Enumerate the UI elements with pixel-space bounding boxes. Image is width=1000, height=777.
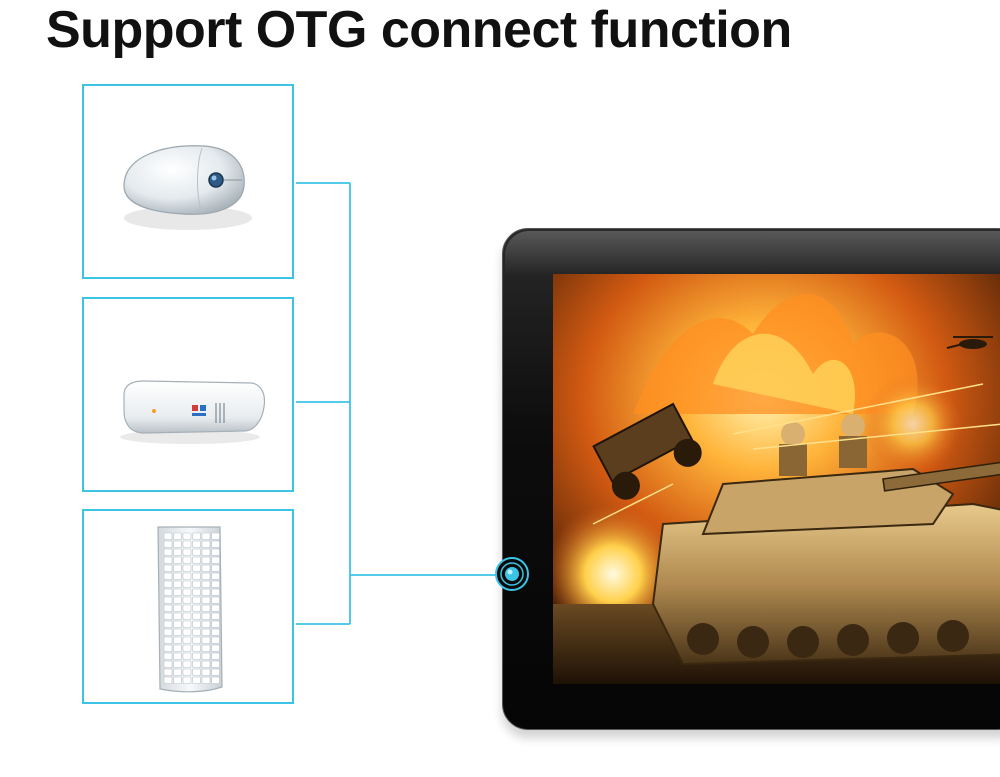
device-box-keyboard — [82, 509, 294, 704]
device-box-mouse — [82, 84, 294, 279]
home-button-icon[interactable] — [494, 556, 530, 592]
tablet-screen — [553, 274, 1000, 684]
device-box-usb-dongle — [82, 297, 294, 492]
page-title: Support OTG connect function — [46, 1, 792, 59]
tablet-device — [502, 228, 1000, 730]
usb-dongle-icon — [120, 380, 266, 444]
keyboard-icon — [157, 526, 223, 693]
mouse-icon — [123, 145, 252, 230]
tank-battle-game-artwork — [553, 274, 1000, 684]
